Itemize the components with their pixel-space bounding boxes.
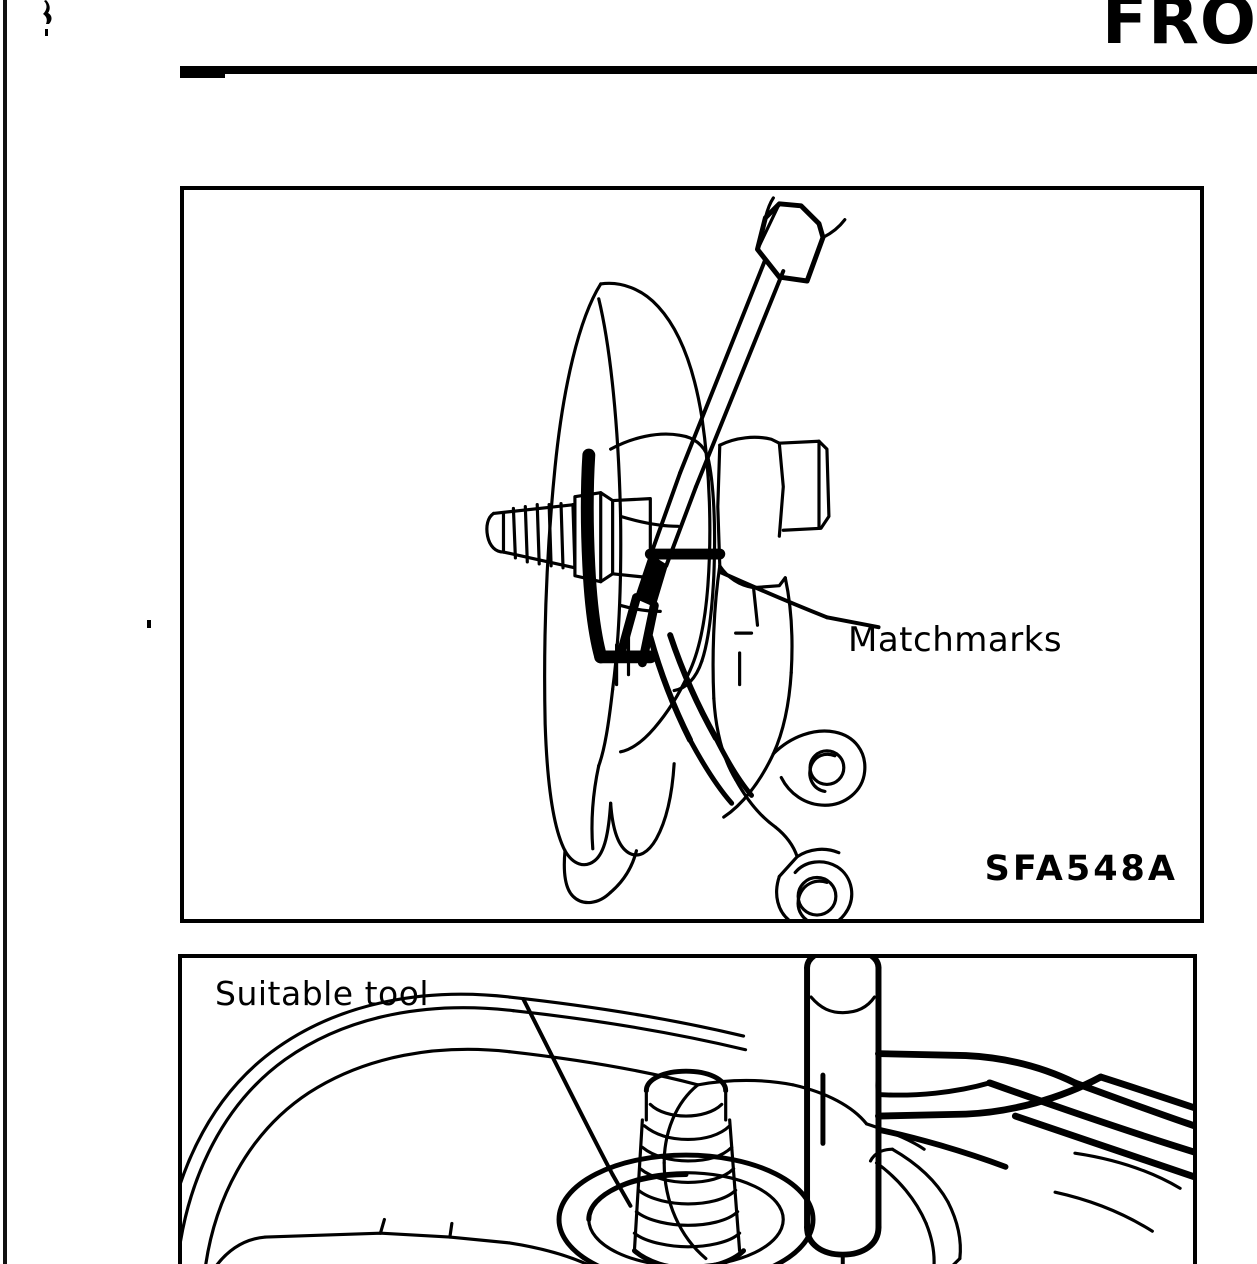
- figure-1-label-matchmarks: Matchmarks: [848, 620, 1063, 660]
- figure-1-code: SFA548A: [984, 849, 1178, 889]
- header-divider-tail: [180, 70, 225, 78]
- figure-2-label-suitable-tool: Suitable tool: [215, 974, 430, 1013]
- scan-artifact-top-icon: [40, 0, 58, 38]
- figure-2-illustration: [182, 958, 1193, 1264]
- page-title: FRO: [1101, 0, 1257, 59]
- figure-panel-1: Matchmarks SFA548A: [180, 186, 1204, 923]
- figure-panel-2: Suitable tool: [178, 954, 1197, 1264]
- figure-1-illustration: [485, 196, 881, 919]
- scan-edge-line: [3, 0, 7, 1264]
- scan-artifact-mid-icon: [147, 620, 151, 628]
- header-divider: [180, 66, 1257, 74]
